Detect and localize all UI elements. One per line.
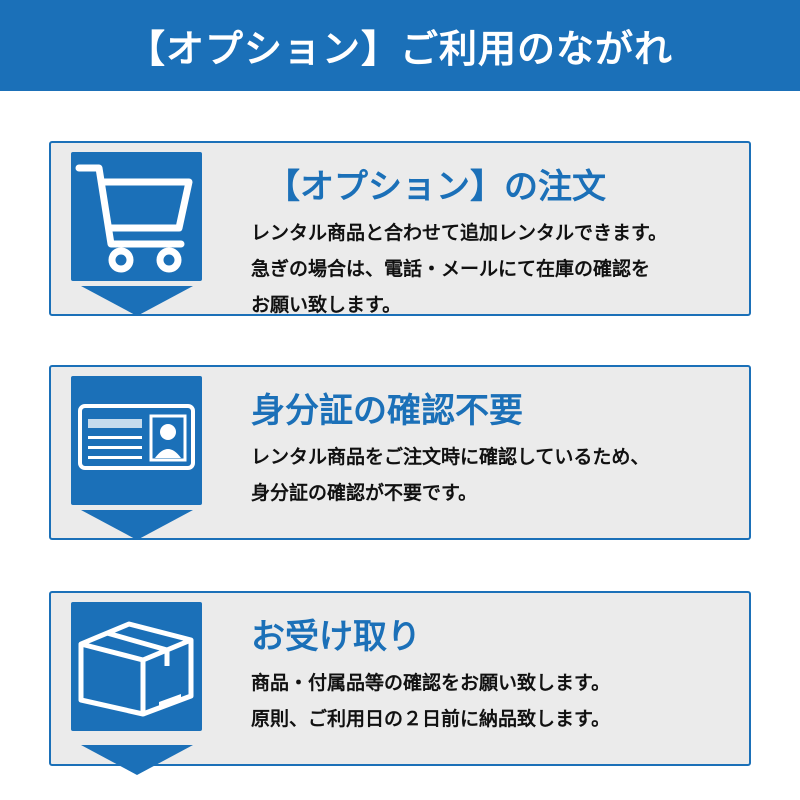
description-line: 身分証の確認が不要です。 (251, 482, 478, 504)
package-box-icon (78, 621, 194, 717)
step-order-option: 【オプション】の注文 レンタル商品と合わせて追加レンタルできます。 急ぎの場合は… (49, 141, 751, 316)
step-title: 身分証の確認不要 (251, 391, 523, 431)
step-title: 【オプション】の注文 (266, 167, 606, 207)
step-icon-box (71, 376, 202, 505)
id-card-icon (78, 404, 195, 470)
page-title: 【オプション】ご利用のながれ (126, 27, 673, 71)
description-line: お願い致します。 (251, 294, 402, 316)
down-arrow-icon (81, 510, 193, 540)
step-no-id-check: 身分証の確認不要 レンタル商品をご注文時に確認しているため、 身分証の確認が不要… (49, 365, 751, 540)
step-title: お受け取り (251, 617, 421, 657)
description-line: レンタル商品と合わせて追加レンタルできます。 (251, 222, 668, 244)
shopping-cart-icon (75, 164, 193, 273)
step-receive: お受け取り 商品・付属品等の確認をお願い致します。 原則、ご利用日の２日前に納品… (49, 591, 751, 775)
header-banner: 【オプション】ご利用のながれ (0, 0, 800, 91)
step-icon-box (71, 152, 202, 281)
step-description: レンタル商品をご注文時に確認しているため、 身分証の確認が不要です。 (251, 439, 649, 511)
description-line: 商品・付属品等の確認をお願い致します。 (251, 672, 611, 694)
description-line: 急ぎの場合は、電話・メールにて在庫の確認を (251, 258, 651, 280)
description-line: 原則、ご利用日の２日前に納品致します。 (251, 708, 611, 730)
step-description: レンタル商品と合わせて追加レンタルできます。 急ぎの場合は、電話・メールにて在庫… (251, 215, 667, 323)
description-line: レンタル商品をご注文時に確認しているため、 (251, 446, 650, 468)
down-arrow-icon (81, 745, 193, 775)
down-arrow-icon (81, 286, 193, 316)
step-description: 商品・付属品等の確認をお願い致します。 原則、ご利用日の２日前に納品致します。 (251, 665, 610, 737)
step-icon-box (71, 602, 202, 731)
